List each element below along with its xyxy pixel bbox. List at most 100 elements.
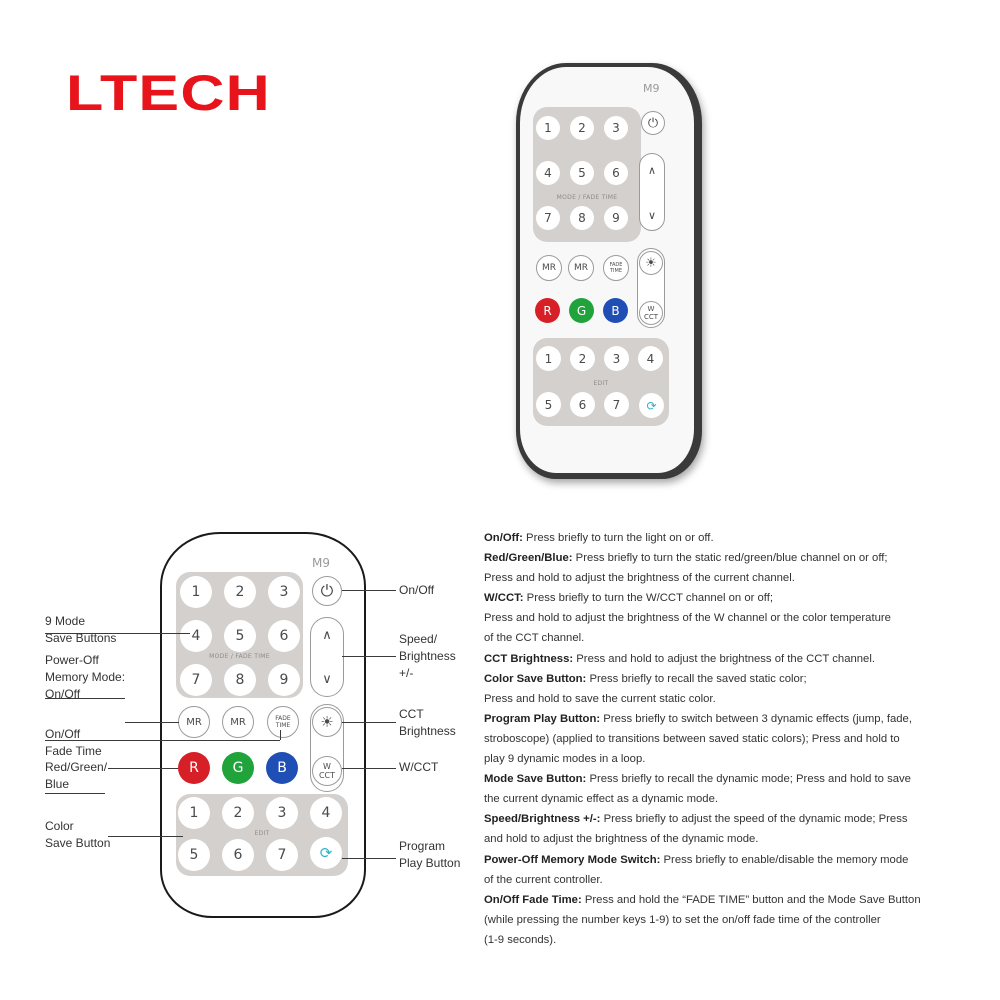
- mr-button[interactable]: MR: [536, 255, 562, 281]
- description-line: play 9 dynamic modes in a loop.: [484, 749, 989, 769]
- diagram-mode-key-5[interactable]: 5: [224, 620, 256, 652]
- cct-brightness-icon[interactable]: ☀: [639, 251, 663, 275]
- description-line: Press and hold to adjust the brightness …: [484, 568, 989, 588]
- photo-mode-key-6[interactable]: 6: [604, 161, 628, 185]
- diagram-speed-up[interactable]: ∧: [312, 620, 342, 650]
- diagram-mode-key-3[interactable]: 3: [268, 576, 300, 608]
- diagram-w-label: W: [323, 762, 331, 771]
- diagram-edit-key-6[interactable]: 6: [222, 839, 254, 871]
- description-line: of the CCT channel.: [484, 628, 989, 648]
- diagram-red-button[interactable]: R: [178, 752, 210, 784]
- description-text: play 9 dynamic modes in a loop.: [484, 753, 646, 766]
- description-term: On/Off Fade Time:: [484, 893, 582, 906]
- photo-mode-key-1[interactable]: 1: [536, 116, 560, 140]
- description-text: Press briefly to switch between 3 dynami…: [603, 712, 912, 725]
- description-list: On/Off: Press briefly to turn the light …: [484, 528, 989, 950]
- diagram-green-button[interactable]: G: [222, 752, 254, 784]
- photo-edit-key-2[interactable]: 2: [570, 346, 595, 371]
- diagram-edit-key-2[interactable]: 2: [222, 797, 254, 829]
- photo-mode-key-2[interactable]: 2: [570, 116, 594, 140]
- line-wcct: [342, 768, 396, 769]
- photo-mode-key-9[interactable]: 9: [604, 206, 628, 230]
- photo-edit-key-3[interactable]: 3: [604, 346, 629, 371]
- blue-button[interactable]: B: [603, 298, 628, 323]
- fade-time-button[interactable]: FADE TIME: [603, 255, 629, 281]
- line-mode-save: [45, 633, 190, 634]
- description-term: Program Play Button:: [484, 712, 601, 725]
- diagram-mode-key-9[interactable]: 9: [268, 664, 300, 696]
- description-line: Program Play Button: Press briefly to sw…: [484, 709, 989, 729]
- diagram-edit-label: EDIT: [254, 830, 270, 837]
- diagram-mode-key-7[interactable]: 7: [180, 664, 212, 696]
- description-text: Press briefly to turn the static red/gre…: [575, 552, 888, 565]
- photo-mode-key-3[interactable]: 3: [604, 116, 628, 140]
- photo-edit-key-5[interactable]: 5: [536, 392, 561, 417]
- description-line: Color Save Button: Press briefly to reca…: [484, 669, 989, 689]
- diagram-fade-time-button[interactable]: FADE TIME: [267, 706, 299, 738]
- description-text: Press and hold to adjust the brightness …: [576, 652, 875, 665]
- line-fade: [45, 740, 280, 741]
- diagram-edit-key-5[interactable]: 5: [178, 839, 210, 871]
- line-rgb-b: [108, 768, 178, 769]
- description-line: On/Off Fade Time: Press and hold the “FA…: [484, 890, 989, 910]
- diagram-mr-button[interactable]: MR: [178, 706, 210, 738]
- red-button[interactable]: R: [535, 298, 560, 323]
- photo-edit-key-1[interactable]: 1: [536, 346, 561, 371]
- diagram-speed-down[interactable]: ∨: [312, 664, 342, 694]
- line-rgb: [45, 793, 105, 794]
- description-term: Power-Off Memory Mode Switch:: [484, 853, 661, 866]
- diagram-power-icon[interactable]: ⏻: [312, 576, 342, 606]
- speed-down-button[interactable]: ∨: [640, 203, 664, 227]
- description-term: W/CCT:: [484, 592, 524, 605]
- diagram-cct-brightness-icon[interactable]: ☀: [312, 707, 342, 737]
- model-label: M9: [643, 82, 660, 95]
- power-icon[interactable]: ⏻: [641, 111, 665, 135]
- mr-off-button[interactable]: MR: [568, 255, 594, 281]
- speed-up-button[interactable]: ∧: [640, 158, 664, 182]
- description-line: Press and hold to save the current stati…: [484, 689, 989, 709]
- diagram-mr-off-button[interactable]: MR: [222, 706, 254, 738]
- photo-edit-key-6[interactable]: 6: [570, 392, 595, 417]
- program-play-icon[interactable]: ⟳: [639, 393, 664, 418]
- line-power-off-a: [45, 698, 125, 699]
- mode-fade-label: MODE / FADE TIME: [556, 194, 618, 201]
- description-line: Press and hold to adjust the brightness …: [484, 608, 989, 628]
- description-text: of the CCT channel.: [484, 632, 585, 645]
- green-button[interactable]: G: [569, 298, 594, 323]
- description-line: Mode Save Button: Press briefly to recal…: [484, 769, 989, 789]
- description-text: and hold to adjust the brightness of the…: [484, 833, 759, 846]
- description-text: stroboscope) (applied to transitions bet…: [484, 732, 900, 745]
- diagram-edit-key-3[interactable]: 3: [266, 797, 298, 829]
- description-text: (while pressing the number keys 1-9) to …: [484, 913, 881, 926]
- photo-mode-key-4[interactable]: 4: [536, 161, 560, 185]
- diagram-mode-key-1[interactable]: 1: [180, 576, 212, 608]
- photo-mode-key-5[interactable]: 5: [570, 161, 594, 185]
- diagram-mode-key-4[interactable]: 4: [180, 620, 212, 652]
- description-text: Press briefly to adjust the speed of the…: [603, 813, 908, 826]
- description-term: CCT Brightness:: [484, 652, 574, 665]
- diagram-program-play-icon[interactable]: ⟳: [310, 837, 342, 869]
- description-text: Press and hold to adjust the brightness …: [484, 612, 891, 625]
- diagram-edit-key-4[interactable]: 4: [310, 797, 342, 829]
- photo-mode-key-8[interactable]: 8: [570, 206, 594, 230]
- photo-edit-key-4[interactable]: 4: [638, 346, 663, 371]
- callout-fade-time: On/Off Fade Time: [45, 727, 102, 758]
- photo-mode-key-7[interactable]: 7: [536, 206, 560, 230]
- description-text: Press and hold the “FADE TIME” button an…: [584, 893, 921, 906]
- diagram-mode-key-2[interactable]: 2: [224, 576, 256, 608]
- diagram-edit-key-1[interactable]: 1: [178, 797, 210, 829]
- description-text: the current dynamic effect as a dynamic …: [484, 793, 719, 806]
- description-text: Press and hold to adjust the brightness …: [484, 572, 795, 585]
- photo-edit-key-7[interactable]: 7: [604, 392, 629, 417]
- line-cct: [342, 722, 396, 723]
- diagram-mode-key-8[interactable]: 8: [224, 664, 256, 696]
- cct-label: CCT: [643, 313, 659, 321]
- diagram-blue-button[interactable]: B: [266, 752, 298, 784]
- diagram-mode-key-6[interactable]: 6: [268, 620, 300, 652]
- description-line: Speed/Brightness +/-: Press briefly to a…: [484, 809, 989, 829]
- description-line: Power-Off Memory Mode Switch: Press brie…: [484, 850, 989, 870]
- diagram-edit-key-7[interactable]: 7: [266, 839, 298, 871]
- remote-diagram: M9 MODE / FADE TIME ⏻ ∧ ∨ MR MR FADE TIM…: [160, 532, 366, 918]
